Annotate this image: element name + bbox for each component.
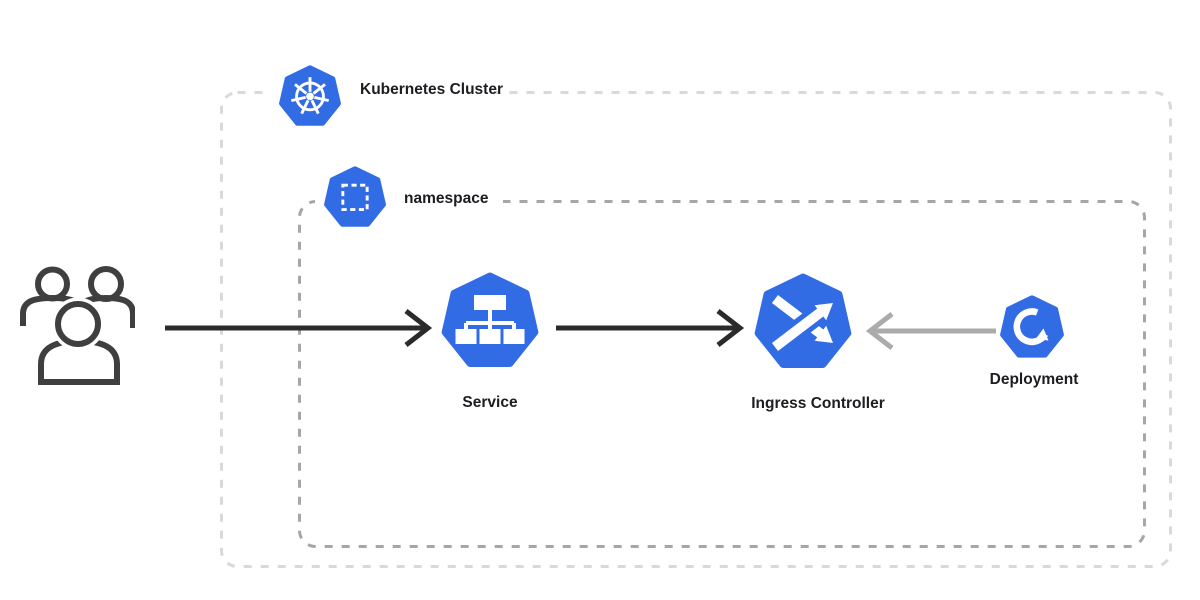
ingress-controller-icon [754, 273, 852, 368]
deployment-label: Deployment [989, 371, 1079, 388]
users-icon [20, 266, 135, 387]
edge-deployment-to-ingress [865, 312, 996, 350]
ingress-controller-label: Ingress Controller [751, 395, 885, 412]
service-label: Service [462, 394, 518, 411]
edge-service-to-ingress [556, 309, 745, 347]
edge-users-to-service [165, 309, 433, 347]
namespace-icon [324, 166, 386, 227]
namespace-label: namespace [404, 190, 489, 207]
namespace-boundary [298, 200, 1146, 548]
kubernetes-logo-icon [279, 65, 341, 126]
deployment-icon [1000, 295, 1064, 358]
service-icon [441, 272, 539, 367]
cluster-label: Kubernetes Cluster [360, 81, 503, 98]
